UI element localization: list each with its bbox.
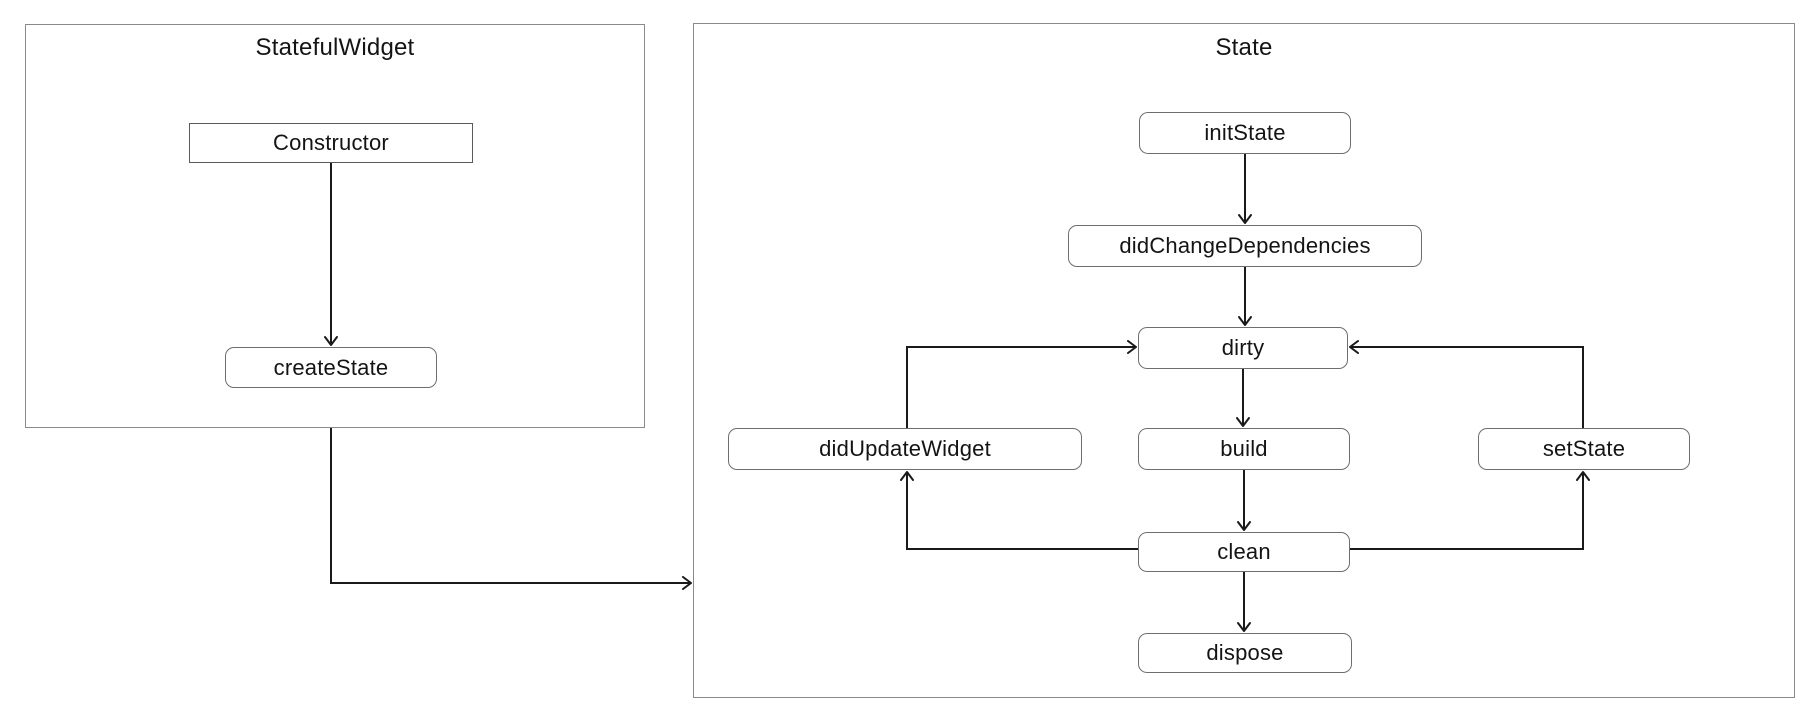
node-createstate: createState bbox=[225, 347, 437, 388]
node-setstate: setState bbox=[1478, 428, 1690, 470]
node-dirty: dirty bbox=[1138, 327, 1348, 369]
edge-statefulwidget-state bbox=[330, 428, 692, 590]
container-state-title: State bbox=[1215, 34, 1273, 61]
node-dispose: dispose bbox=[1138, 633, 1352, 673]
node-didchangedependencies: didChangeDependencies bbox=[1068, 225, 1422, 267]
node-constructor: Constructor bbox=[189, 123, 473, 163]
node-clean: clean bbox=[1138, 532, 1350, 572]
node-build: build bbox=[1138, 428, 1350, 470]
node-initstate: initState bbox=[1139, 112, 1351, 154]
container-statefulwidget-title: StatefulWidget bbox=[255, 34, 415, 61]
node-didupdatewidget: didUpdateWidget bbox=[728, 428, 1082, 470]
